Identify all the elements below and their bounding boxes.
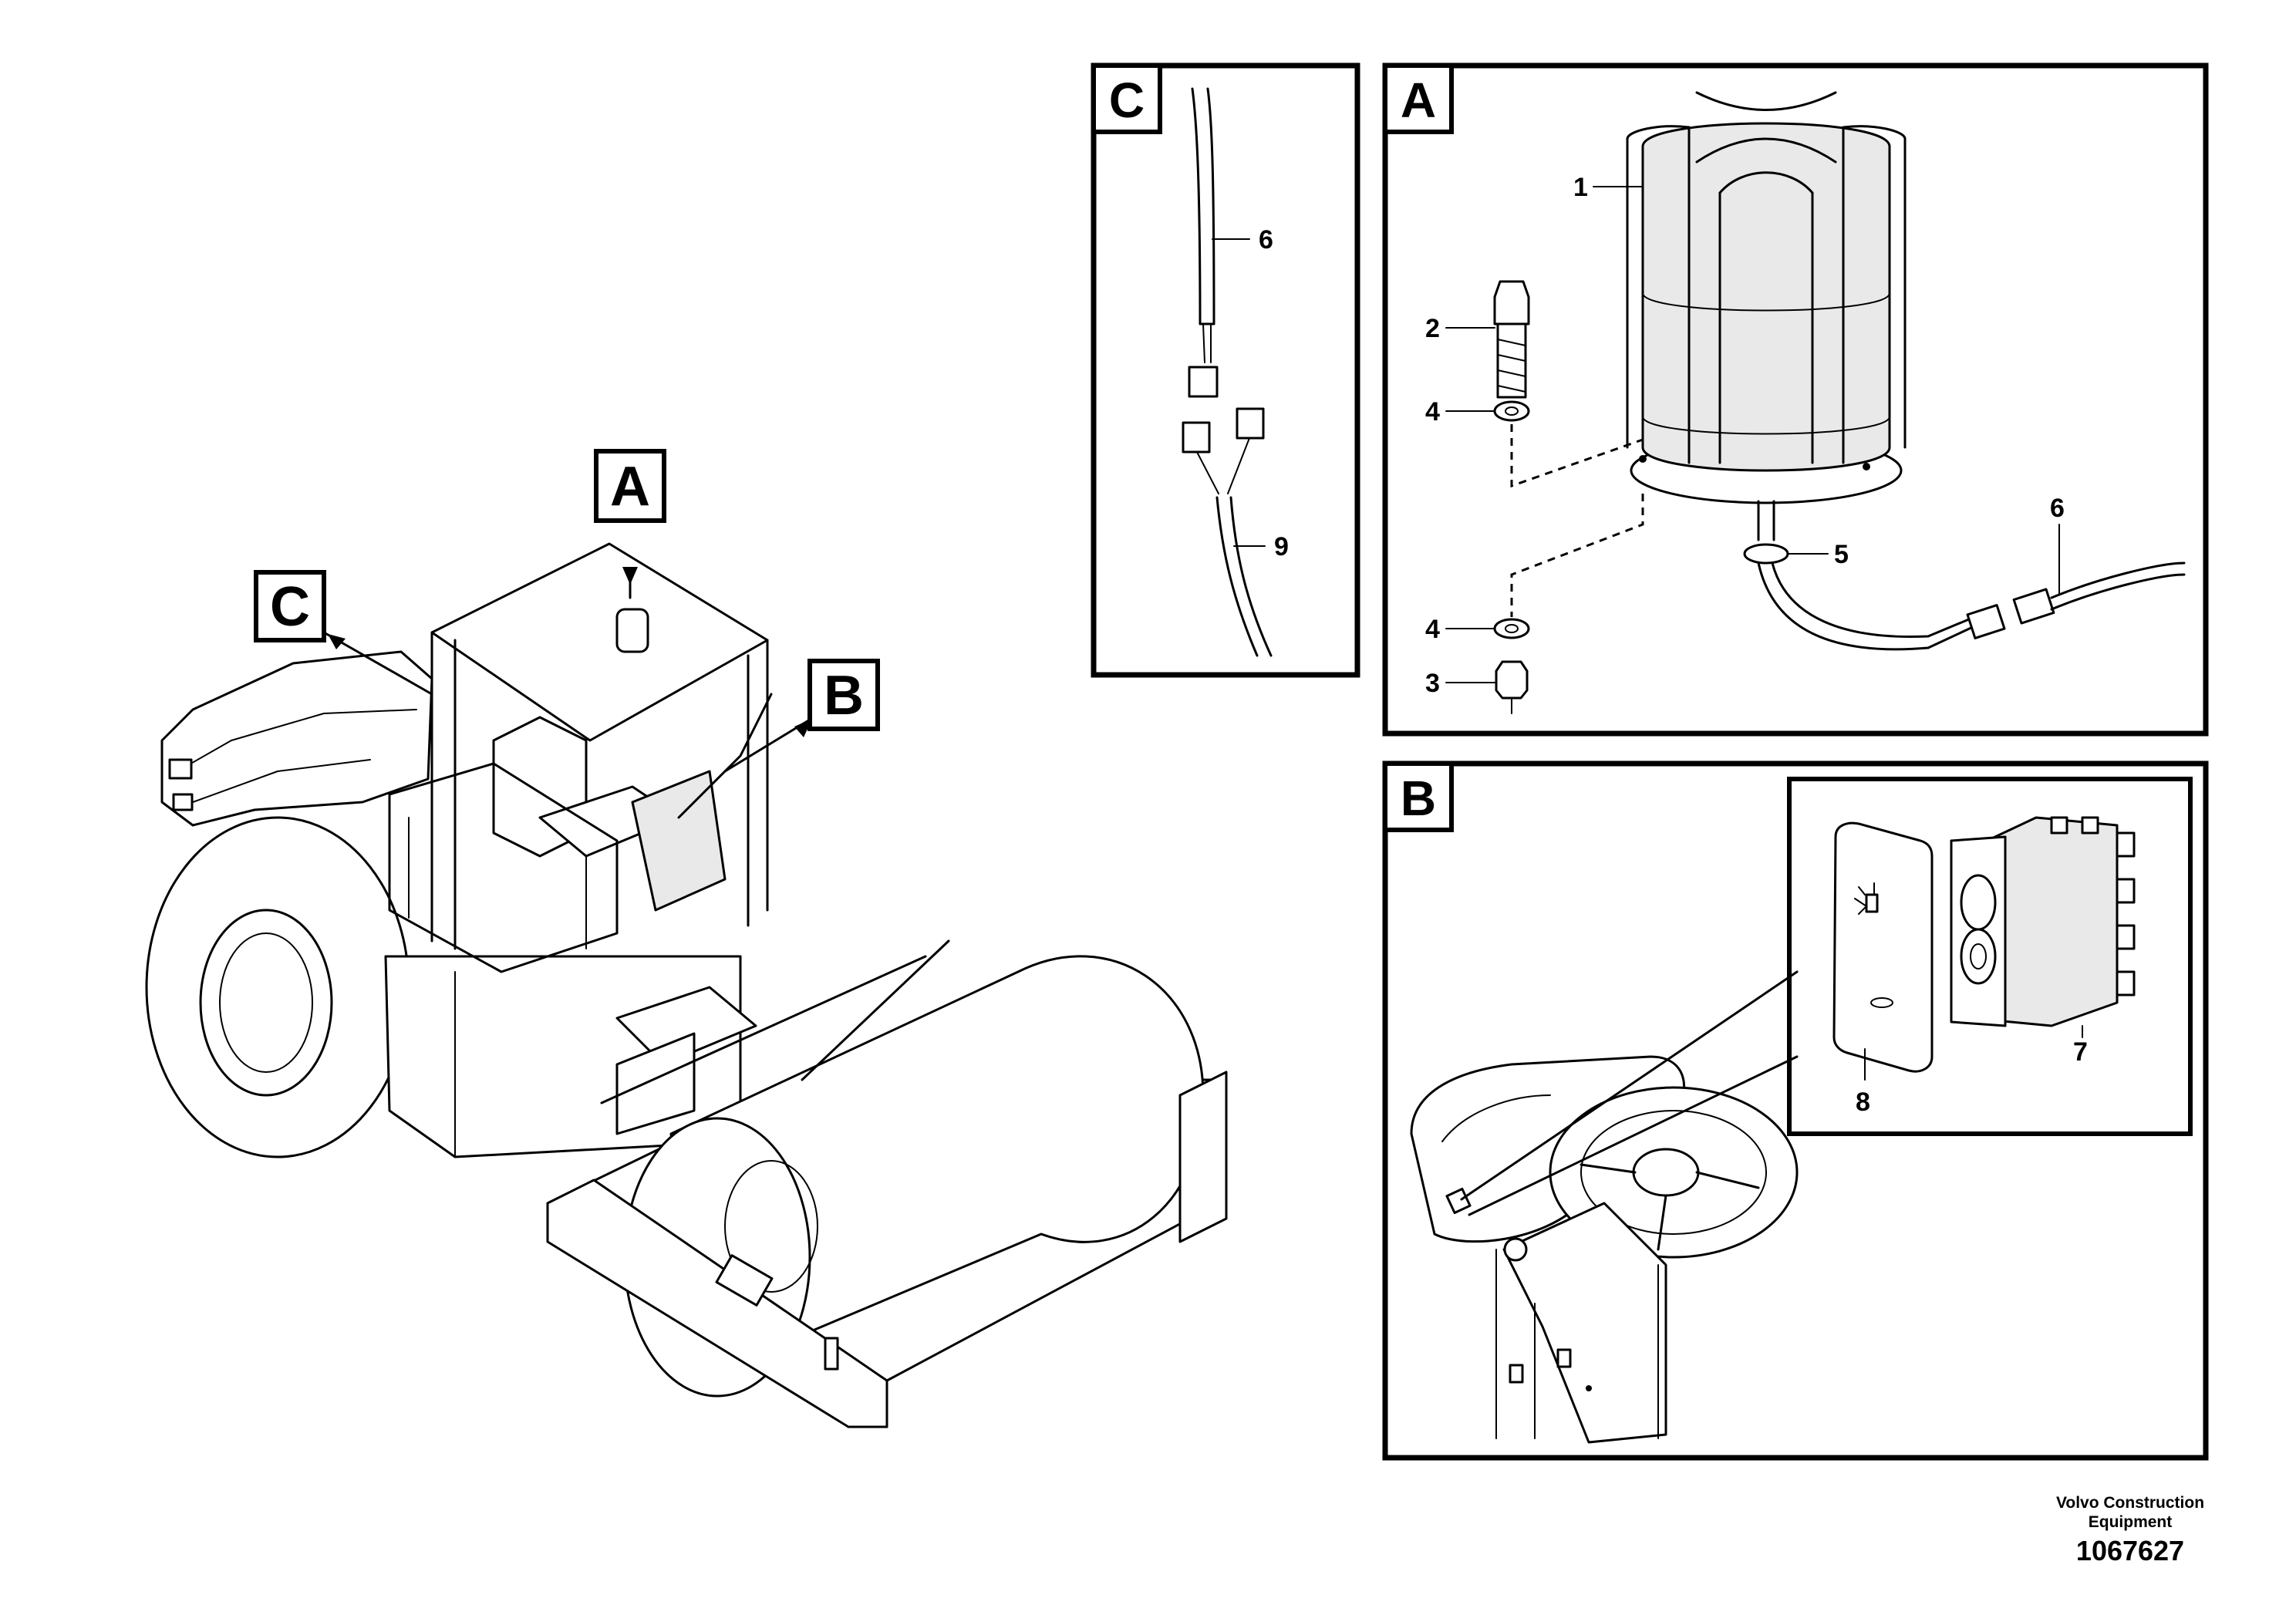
operator-dashboard <box>1410 1055 1799 1444</box>
callout-A-6: 6 <box>2050 494 2065 523</box>
footer-block: Volvo Construction Equipment 1067627 <box>2056 1494 2204 1566</box>
panel-C-tag: C <box>1109 73 1145 128</box>
callout-A-3: 3 <box>1425 669 1440 698</box>
callout-B-8: 8 <box>1856 1088 1870 1117</box>
callout-A-4-bottom: 4 <box>1425 615 1440 644</box>
company-name-line1: Volvo Construction <box>2056 1494 2204 1512</box>
main-label-box-B: B <box>807 659 880 731</box>
roller-machine-illustration <box>145 542 1228 1428</box>
detail-panel-A: A <box>1382 62 2209 737</box>
callout-A-1: 1 <box>1573 173 1588 202</box>
main-label-B: B <box>824 665 864 727</box>
panel-A-tag: A <box>1401 73 1436 128</box>
main-label-box-A: A <box>594 449 666 523</box>
beacon-lamp <box>1626 91 1907 541</box>
panel-B-tag: B <box>1401 771 1436 826</box>
main-label-A: A <box>610 456 650 518</box>
switch-body <box>1950 816 2136 1027</box>
detail-panel-C: C 6 9 <box>1091 62 1360 678</box>
detail-panel-B: B <box>1382 760 2209 1461</box>
main-label-C: C <box>270 576 310 638</box>
callout-A-2: 2 <box>1425 314 1440 343</box>
callout-A-4-top: 4 <box>1425 397 1440 427</box>
callout-B-7: 7 <box>2073 1037 2088 1067</box>
drawing-number: 1067627 <box>2076 1535 2184 1566</box>
main-label-box-C: C <box>254 570 326 642</box>
callout-C-9: 9 <box>1274 532 1289 561</box>
callout-C-6: 6 <box>1259 225 1273 255</box>
switch-cap <box>1832 821 1934 1073</box>
callout-A-5: 5 <box>1834 540 1849 569</box>
company-name-line2: Equipment <box>2089 1513 2173 1531</box>
